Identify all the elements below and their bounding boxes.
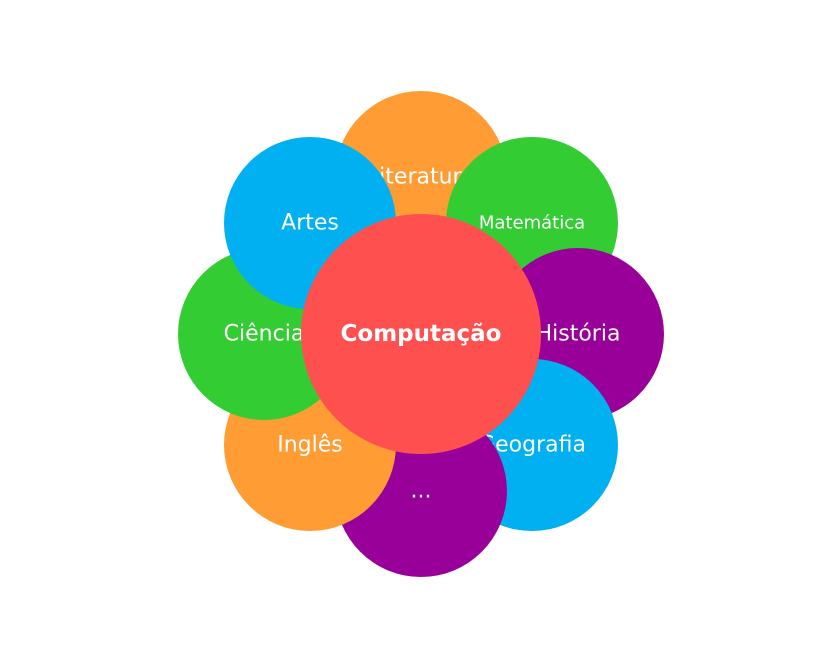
center-node-circle	[301, 214, 541, 454]
center-node-label: Computação	[341, 321, 502, 347]
node-ellipsis-label: ...	[411, 479, 432, 504]
node-matematica-label: Matemática	[479, 213, 585, 234]
node-ciencia-label: Ciência	[224, 322, 305, 347]
node-artes-label: Artes	[281, 211, 339, 236]
node-historia-label: História	[536, 322, 621, 347]
center-node: Computação	[301, 214, 541, 454]
node-ingles-label: Inglês	[277, 433, 343, 458]
